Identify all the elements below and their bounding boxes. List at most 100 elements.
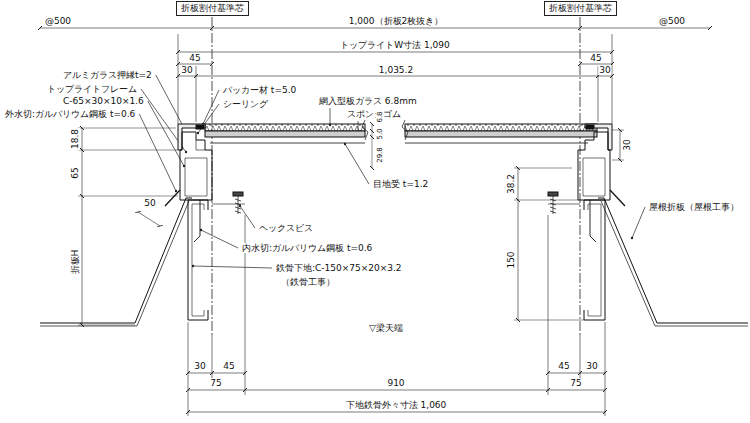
outer-flashing [610, 190, 625, 206]
bracket-line [548, 204, 580, 205]
reference-axis-box: 折板割付基準芯 [176, 1, 249, 16]
callout-label: 下地鉄骨外々寸法 1,060 [345, 400, 448, 410]
extension-line [612, 130, 624, 131]
callout-label: 910 [386, 378, 405, 388]
steel-channel [588, 204, 601, 316]
callout-label: スポンジゴム [346, 109, 402, 119]
leader-line [193, 266, 272, 268]
callout-label: ▽梁天端 [368, 323, 404, 333]
callout-label: @500 [658, 16, 686, 26]
leader-line [345, 144, 369, 184]
callout-label: トップライトフレーム [46, 84, 138, 94]
leader-line [330, 108, 331, 125]
callout-label: シーリング [222, 99, 269, 109]
extension-line [612, 160, 624, 161]
callout-label: 45 [188, 53, 201, 63]
wired-glass [205, 124, 365, 131]
dimension-line [518, 168, 519, 320]
callout-label: 鉄骨下地:C-150×75×20×3.2 [275, 263, 403, 273]
callout-label: トップライトW寸法 1,090 [339, 40, 451, 50]
dimension-line [188, 373, 245, 374]
callout-label: 網入型板ガラス 6.8mm [318, 96, 418, 106]
leader-dot [175, 190, 177, 192]
roof-plate [601, 201, 748, 326]
dimension-line [188, 390, 605, 391]
inner-flashing [590, 200, 596, 242]
callout-label: 目地受 t=1.2 [372, 179, 429, 189]
callout-label: （鉄骨工事） [280, 277, 336, 287]
extension-line [188, 322, 189, 416]
extension-line [245, 215, 246, 395]
steel-channel [188, 200, 208, 320]
roof-plate [40, 201, 189, 326]
extension-line [548, 215, 549, 395]
extension-line [612, 34, 613, 124]
extension-line [78, 196, 178, 197]
leader-dot [197, 132, 199, 134]
hex-screw [235, 196, 241, 214]
toplight-section [40, 120, 748, 326]
box-label: 折板割付基準芯 [181, 3, 244, 14]
sealing [586, 125, 594, 129]
dimension-line [188, 412, 605, 413]
frame-inner [185, 158, 207, 196]
dimension-value: 65 [70, 166, 80, 179]
roof-plate [598, 198, 748, 323]
callout-label: 45 [222, 361, 235, 371]
leader-line [156, 75, 183, 126]
dimension-line [372, 124, 373, 168]
leader-line [240, 206, 255, 228]
toplight-frame [180, 132, 212, 200]
extension-line [605, 322, 606, 416]
wired-glass [405, 124, 597, 131]
extension-line [514, 320, 584, 321]
dimension-line [40, 28, 710, 29]
center-line [580, 17, 581, 335]
extension-line [514, 168, 572, 169]
callout-label: 内水切:ガルバリウム鋼板 t=0.6 [241, 243, 373, 253]
sponge-rubber [405, 131, 597, 137]
callout-label: 外水切:ガルバリウム鋼板 t=0.6 [4, 109, 136, 119]
extension-line [78, 150, 178, 151]
dimension-value: 6.8 [376, 110, 384, 123]
roof-plate [40, 198, 192, 323]
callout-label: C-65×30×10×1.6 [62, 96, 145, 106]
callout-label: パッカー材 t=5.0 [222, 85, 297, 95]
dimension-line [620, 130, 621, 160]
dimension-line [82, 128, 83, 325]
extension-line [78, 128, 176, 129]
callout-label: 45 [589, 53, 602, 63]
callout-label: アルミガラス押縁t=2 [62, 70, 153, 80]
extension-line [212, 335, 213, 378]
packer [196, 140, 205, 150]
inner-flashing [194, 200, 200, 242]
callout-label: @500 [44, 16, 72, 26]
dimension-line [548, 373, 605, 374]
leader-line [139, 114, 176, 191]
joint-receiver [405, 143, 588, 144]
callout-label: 1,035.2 [378, 65, 414, 75]
callout-label: 1,000（折板2枚抜き） [348, 16, 445, 26]
dimension-value: 30 [622, 138, 632, 151]
dimension-value: 150 [506, 250, 516, 269]
hex-screw [550, 196, 556, 214]
callout-label: 30 [180, 65, 193, 75]
callout-label: 30 [585, 361, 598, 371]
leader-line [632, 207, 645, 238]
dimension-value: 29.8 [376, 146, 384, 164]
dimension-value: 18.8 [70, 128, 80, 150]
hex-screw-head [233, 192, 243, 196]
callout-label: 30 [193, 361, 206, 371]
callout-label: 45 [557, 361, 570, 371]
sealing [196, 125, 204, 129]
reference-axis-box: 折板割付基準芯 [544, 1, 617, 16]
dimension-line [178, 76, 612, 77]
steel-channel [192, 204, 204, 316]
box-label: 折板割付基準芯 [549, 3, 612, 14]
callout-label: 30 [598, 65, 611, 75]
frame-inner [583, 158, 605, 196]
extension-line [78, 325, 135, 326]
